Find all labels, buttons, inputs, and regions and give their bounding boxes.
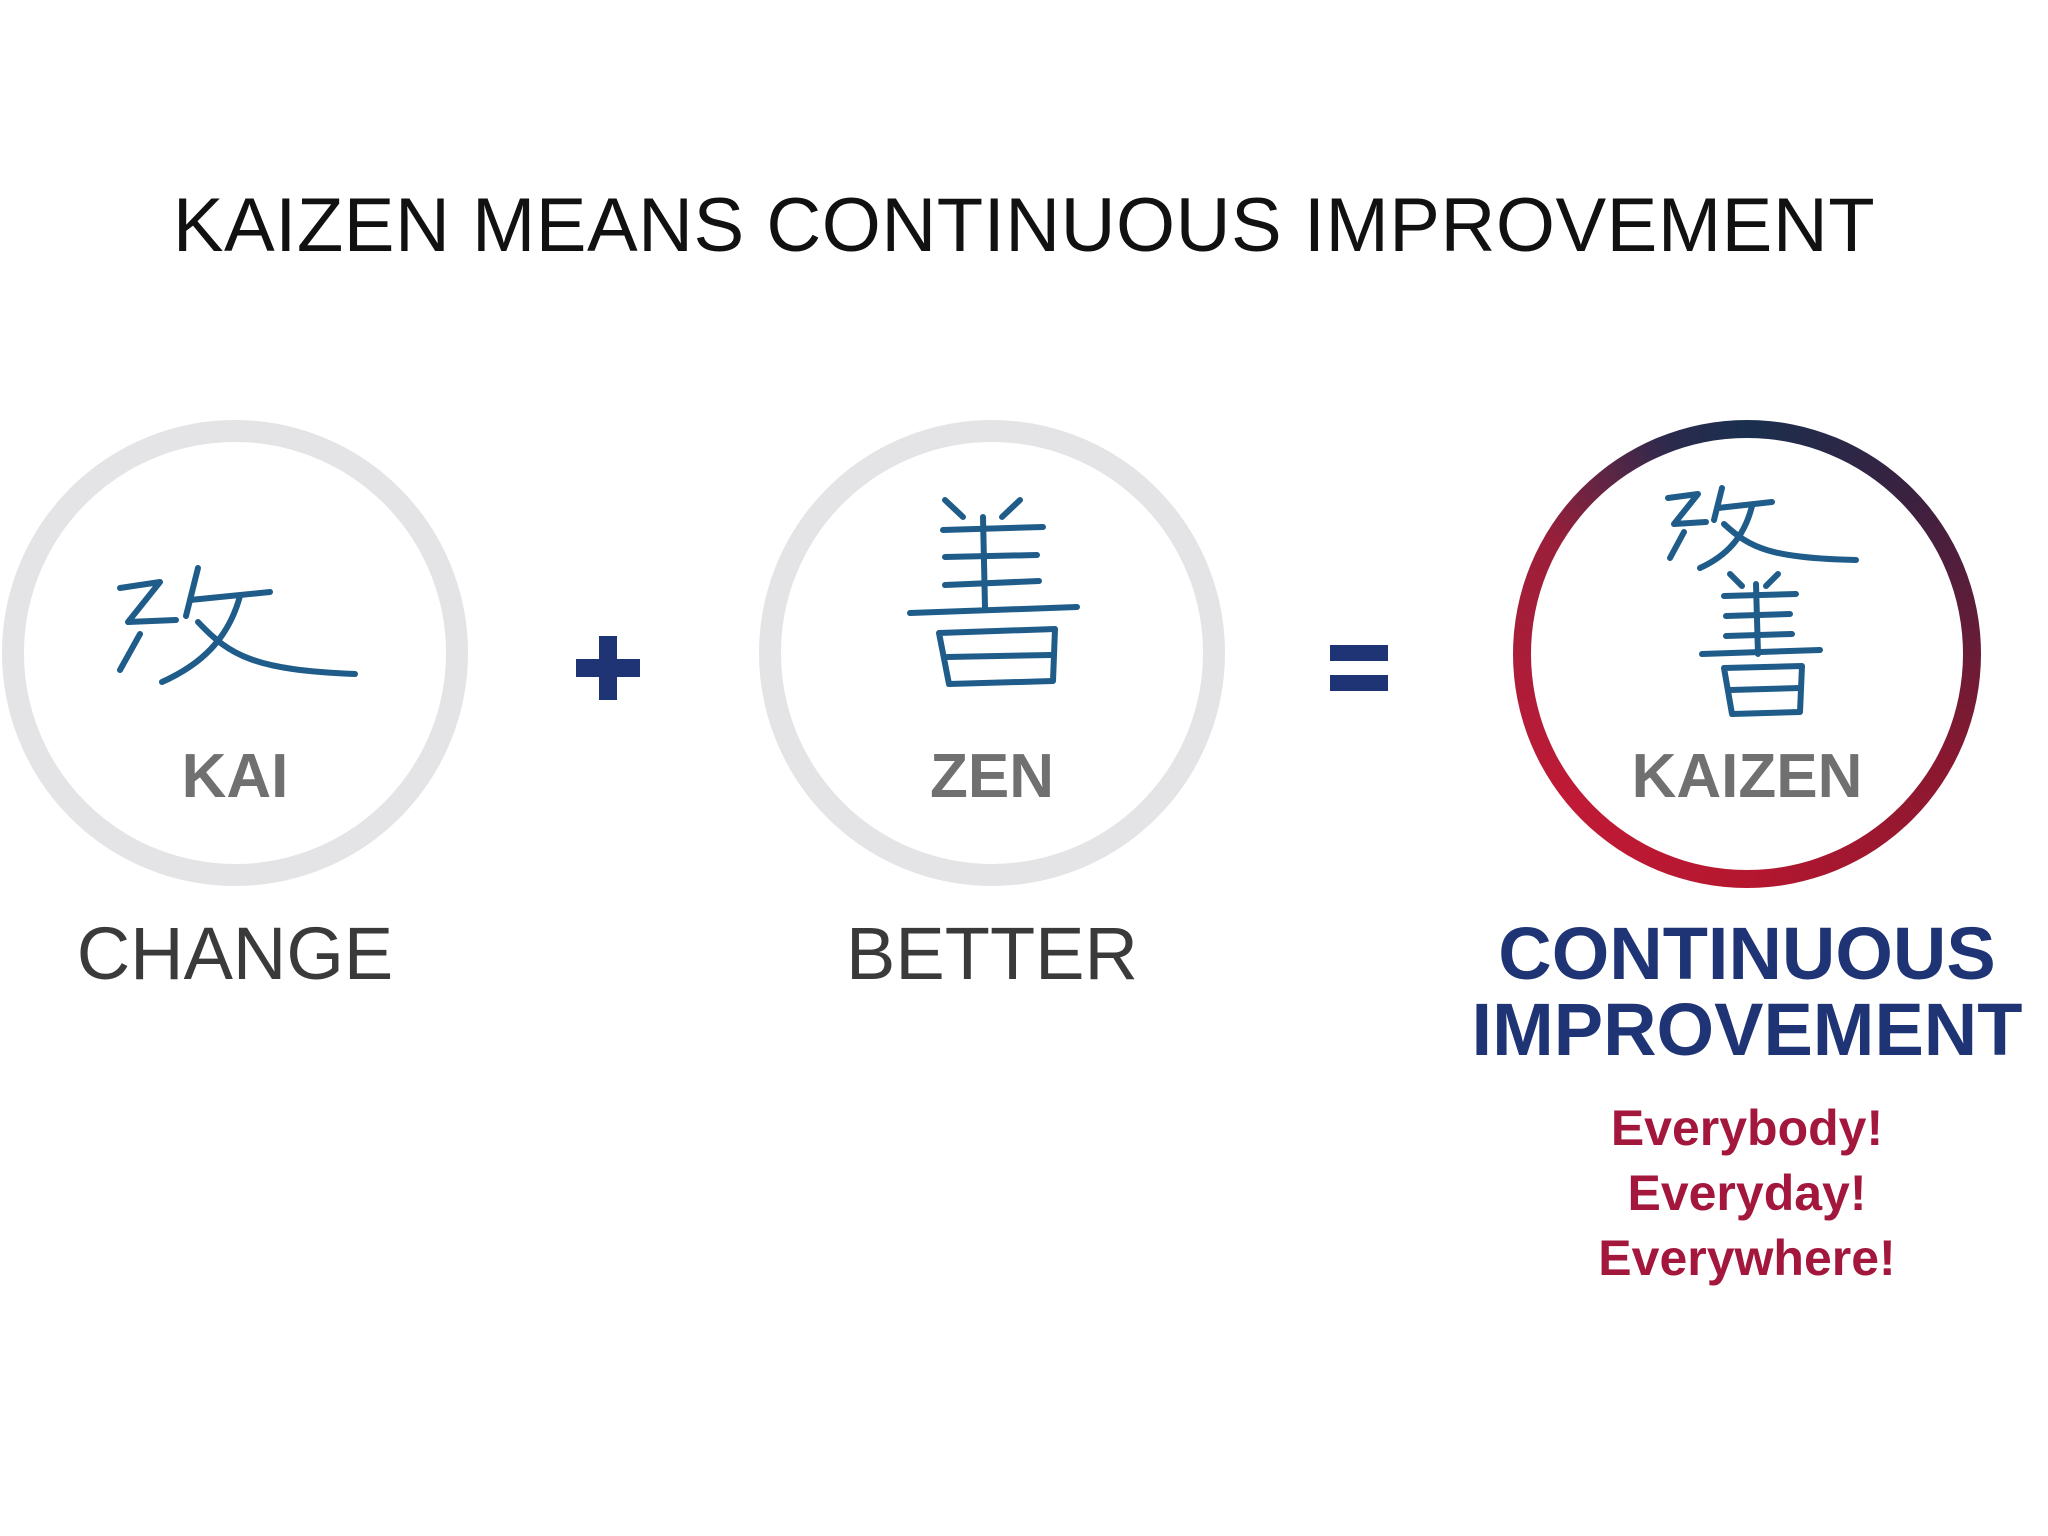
kai-meaning: CHANGE: [76, 912, 394, 995]
result-meaning-line1: CONTINUOUS: [1498, 912, 1996, 995]
slogan-everyday: Everyday!: [1627, 1165, 1867, 1221]
kanji-zen-icon: [907, 497, 1080, 687]
kai-romaji: KAI: [181, 742, 289, 811]
page-title: KAIZEN MEANS CONTINUOUS IMPROVEMENT: [172, 183, 1876, 268]
slogan-everywhere: Everywhere!: [1598, 1230, 1896, 1286]
plus-icon: [576, 636, 640, 700]
equals-icon: [1330, 645, 1388, 691]
zen-romaji: ZEN: [930, 742, 1054, 811]
kanji-kaizen-icon: [1665, 485, 1859, 717]
result-meaning-line2: IMPROVEMENT: [1471, 988, 2023, 1071]
zen-meaning: BETTER: [846, 912, 1138, 995]
kanji-kai-icon: [117, 565, 358, 685]
kaizen-romaji: KAIZEN: [1631, 742, 1863, 811]
kaizen-circle: [1513, 420, 1981, 888]
slogan-everybody: Everybody!: [1610, 1100, 1884, 1156]
